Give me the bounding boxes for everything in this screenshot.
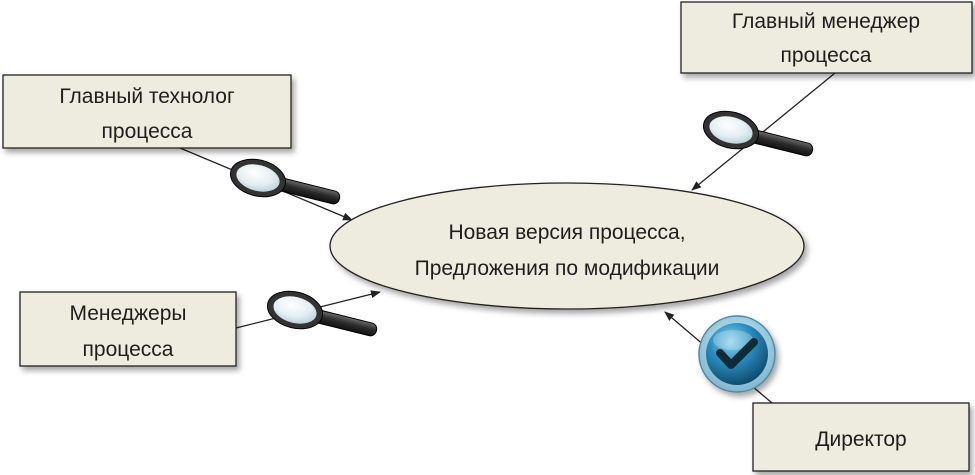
node-chief-manager-line2: процесса [781, 44, 872, 67]
node-managers: Менеджеры процесса [19, 291, 237, 367]
node-chief-technologist: Главный технолог процесса [2, 74, 292, 149]
node-chief-technologist-line2: процесса [102, 120, 193, 143]
checkmark-icon [698, 315, 776, 393]
magnifier-icon [702, 110, 814, 157]
node-managers-line2: процесса [83, 338, 174, 361]
node-managers-line1: Менеджеры [70, 302, 187, 325]
node-chief-manager-line1: Главный менеджер [732, 10, 920, 33]
node-chief-technologist-line1: Главный технолог [59, 85, 235, 108]
center-ellipse: Новая версия процесса, Предложения по мо… [329, 182, 805, 310]
node-chief-manager: Главный менеджер процесса [680, 1, 973, 74]
magnifier-icon [266, 290, 378, 337]
magnifier-icon [229, 158, 341, 205]
center-line2: Предложения по модификации [415, 257, 720, 280]
node-director: Директор [752, 402, 970, 472]
center-line1: Новая версия процесса, [448, 221, 685, 244]
node-director-line1: Директор [815, 428, 906, 451]
